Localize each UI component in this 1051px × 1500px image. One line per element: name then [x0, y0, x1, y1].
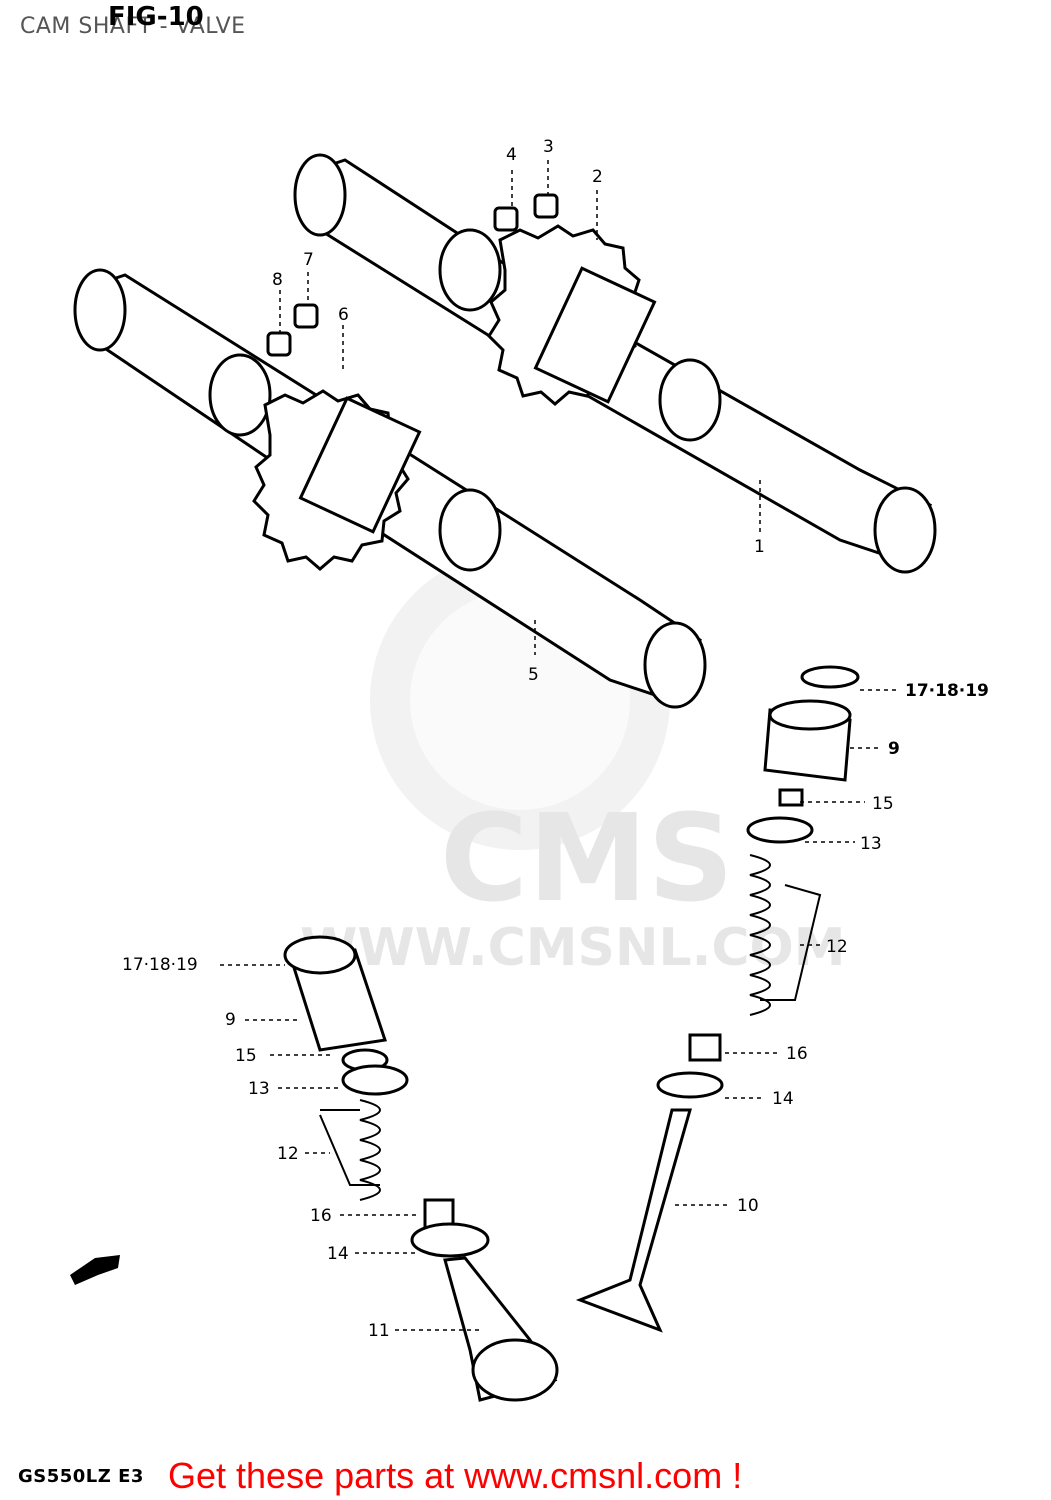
valve-stem: [575, 1108, 692, 1333]
seal: [688, 1033, 722, 1062]
shim: [800, 665, 860, 689]
bolts: [266, 193, 559, 357]
callout-14-right: 14: [772, 1089, 794, 1109]
retainer: [746, 816, 814, 844]
callout-10: 10: [737, 1196, 759, 1216]
promo-link[interactable]: Get these parts at www.cmsnl.com !: [168, 1455, 743, 1496]
callout-1: 1: [754, 537, 765, 557]
leader-lines: [220, 160, 900, 1331]
model-code: GS550LZ E3: [18, 1466, 144, 1487]
callout-16-left: 16: [310, 1206, 332, 1226]
front-arrow-icon: [70, 1255, 120, 1285]
callout-17-18-19-left: 17·18·19: [122, 955, 198, 975]
callout-13-right: 13: [860, 834, 882, 854]
callout-3: 3: [543, 137, 554, 157]
callout-5: 5: [528, 665, 539, 685]
callout-4: 4: [506, 145, 517, 165]
camshaft-upper: [293, 153, 937, 574]
callout-11: 11: [368, 1321, 390, 1341]
callout-16-right: 16: [786, 1044, 808, 1064]
callouts: 1 2 3 4 5 6 7 8 17·18·19 9 15 13 12 16 1…: [122, 137, 989, 1341]
watermark-url: WWW.CMSNL.COM: [300, 918, 845, 978]
bolt-3: [533, 193, 559, 219]
callout-9-left: 9: [225, 1010, 236, 1030]
spring: [749, 854, 771, 1016]
callout-17-18-19-right: 17·18·19: [905, 681, 989, 701]
page-title: CAM SHAFT - VALVE: [20, 14, 246, 39]
callout-12-right: 12: [826, 937, 848, 957]
callout-8: 8: [272, 270, 283, 290]
callout-6: 6: [338, 305, 349, 325]
callout-12-left: 12: [277, 1144, 299, 1164]
camshaft-lower: [73, 268, 707, 709]
watermark-brand: CMS: [440, 790, 734, 929]
callout-15-left: 15: [235, 1046, 257, 1066]
bolt-7: [293, 303, 319, 329]
valve-assembly-right: [575, 665, 860, 1333]
valve-assembly-left: [283, 935, 559, 1402]
callout-7: 7: [303, 250, 314, 270]
spring: [359, 1099, 381, 1201]
callout-14-left: 14: [327, 1244, 349, 1264]
bolt-4: [493, 206, 519, 232]
callout-13-left: 13: [248, 1079, 270, 1099]
cotter: [778, 788, 804, 807]
figure-number: FIG-10: [108, 2, 204, 32]
spring-seat: [656, 1071, 724, 1099]
callout-15-right: 15: [872, 794, 894, 814]
callout-2: 2: [592, 167, 603, 187]
bolt-8: [266, 331, 292, 357]
callout-9-right: 9: [888, 739, 900, 759]
